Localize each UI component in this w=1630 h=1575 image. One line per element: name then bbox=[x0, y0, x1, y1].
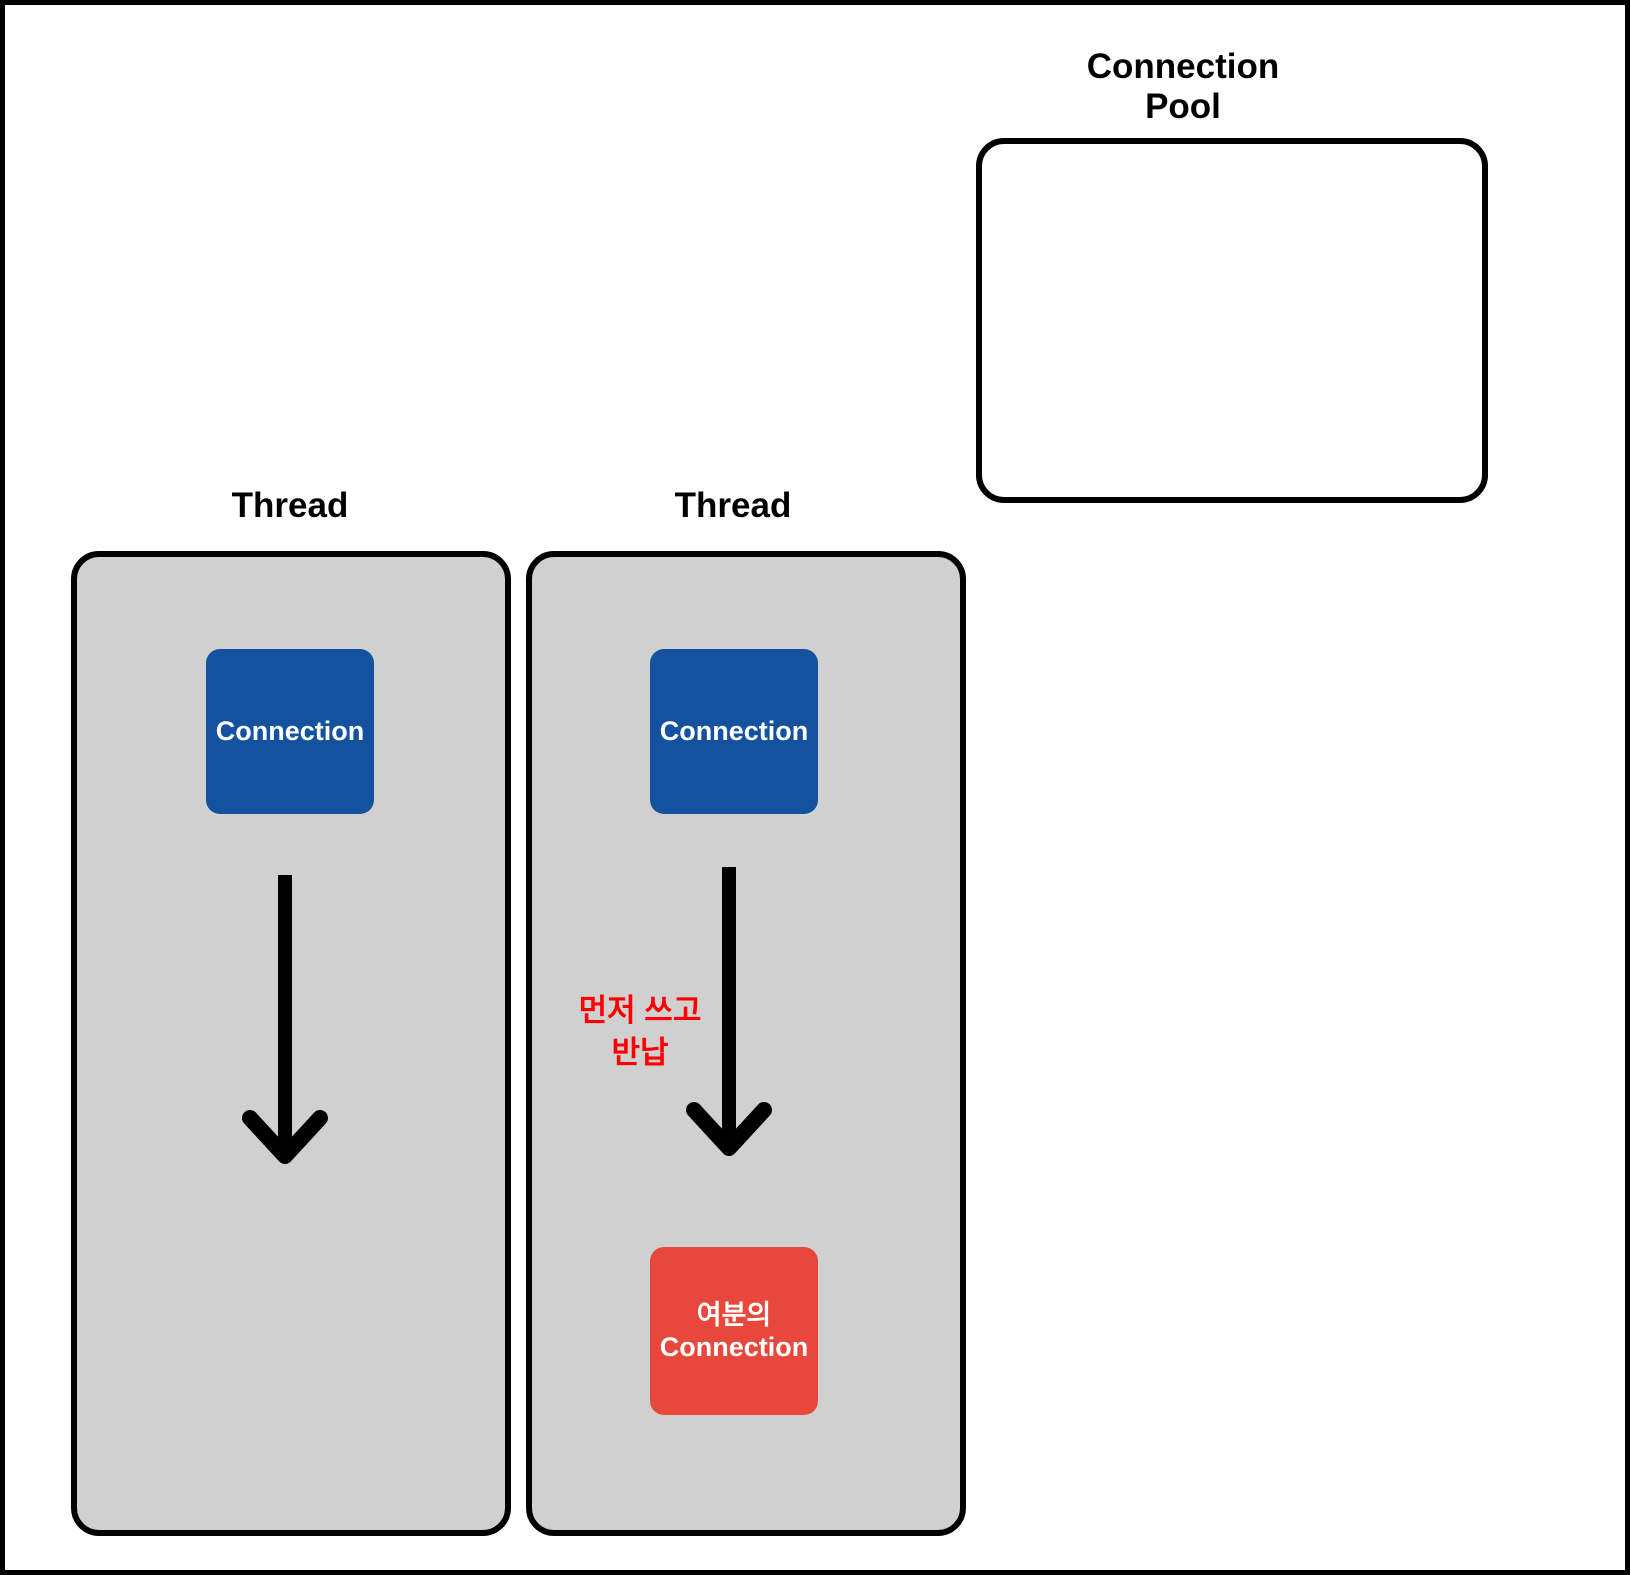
connection-pool-title: Connection Pool bbox=[1086, 47, 1280, 126]
connection-pool-box[interactable] bbox=[976, 138, 1488, 503]
thread-2-spare-connection-card[interactable]: 여분의 Connection bbox=[650, 1247, 818, 1415]
thread-1-down-arrow-icon bbox=[242, 875, 328, 1164]
thread-2-down-arrow-icon bbox=[686, 867, 772, 1156]
thread-1-label: Thread bbox=[231, 486, 349, 525]
thread-2-connection-card[interactable]: Connection bbox=[650, 649, 818, 814]
thread-1-connection-card[interactable]: Connection bbox=[206, 649, 374, 814]
thread-2-label: Thread bbox=[674, 486, 792, 525]
thread-2-flow-note: 먼저 쓰고 반납 bbox=[578, 993, 702, 1070]
